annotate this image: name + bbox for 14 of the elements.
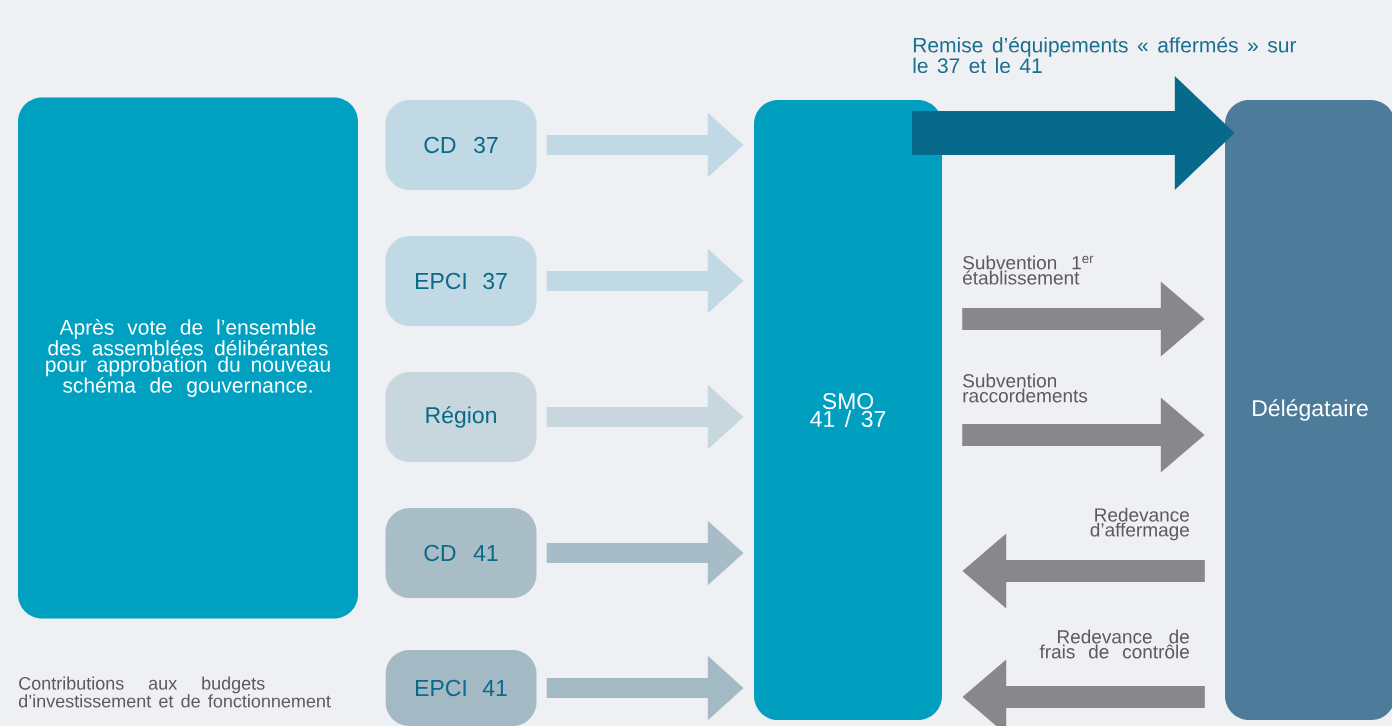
process-box: CD 41 [385, 508, 537, 598]
process-box: Délégataire [1225, 100, 1392, 720]
process-box: CD 37 [385, 100, 537, 190]
edge-label: Subvention 1$^{er}$ établissement [963, 255, 1094, 285]
process-box: EPCI 41 [385, 650, 537, 726]
edge-label: Redevance de frais de contrôle [1039, 629, 1189, 659]
process-box: Après vote de l’ensemble des assemblées délibérantes pour approbation du nouveau schéma de gouvernance. [18, 97, 358, 619]
edge-label: Redevance d’affermage [1090, 507, 1189, 541]
process-box: SMO 41 / 37 [754, 100, 942, 720]
process-box: Région [385, 372, 537, 462]
process-box: EPCI 37 [385, 236, 537, 326]
edge-label: Subvention raccordements [963, 373, 1088, 403]
note-text: Contributions aux budgets d’investissement et de fonctionnement [18, 676, 331, 708]
edge-label: Remise d’équipements « affermés » sur le 37 et le 41 [913, 36, 1297, 74]
